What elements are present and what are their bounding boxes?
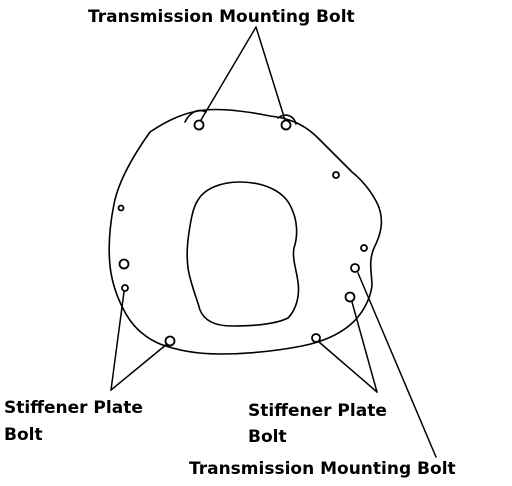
stiffener-bolt-hole-right-upper (344, 291, 356, 303)
leader-top-transmission-right (255, 26, 286, 121)
leader-right-stiffener-upper (351, 301, 378, 393)
leader-right-stiffener-lower (318, 341, 378, 393)
leader-bottom-transmission (357, 272, 437, 458)
stiffener-bolt-hole-right-lower (311, 333, 321, 343)
stiffener-bolt-hole-left-upper (121, 284, 129, 292)
leader-top-transmission-left (200, 26, 257, 121)
transmission-bolt-hole-top-left (193, 119, 205, 131)
label-left-stiffener-line1: Stiffener Plate (4, 398, 143, 418)
center-opening (186, 181, 300, 327)
leader-left-stiffener-upper (110, 291, 125, 391)
stiffener-bolt-hole-left-lower (164, 335, 176, 347)
bolt-hole-left-middle (118, 258, 130, 270)
small-hole-right-middle (360, 244, 368, 252)
label-right-stiffener-line2: Bolt (248, 427, 287, 447)
small-hole-left-upper (117, 204, 125, 212)
transmission-bolt-hole-right-upper (350, 263, 360, 273)
plate-outline (108, 108, 383, 355)
leader-left-stiffener-lower (110, 343, 168, 391)
small-hole-top-right (332, 171, 340, 179)
top-bump (184, 109, 207, 123)
label-top-transmission-bolt: Transmission Mounting Bolt (88, 7, 355, 27)
top-right-bump (277, 114, 297, 125)
label-bottom-transmission-bolt: Transmission Mounting Bolt (189, 459, 456, 479)
label-left-stiffener-line2: Bolt (4, 425, 43, 445)
transmission-bolt-hole-top-right (280, 119, 292, 131)
label-right-stiffener-line1: Stiffener Plate (248, 401, 387, 421)
